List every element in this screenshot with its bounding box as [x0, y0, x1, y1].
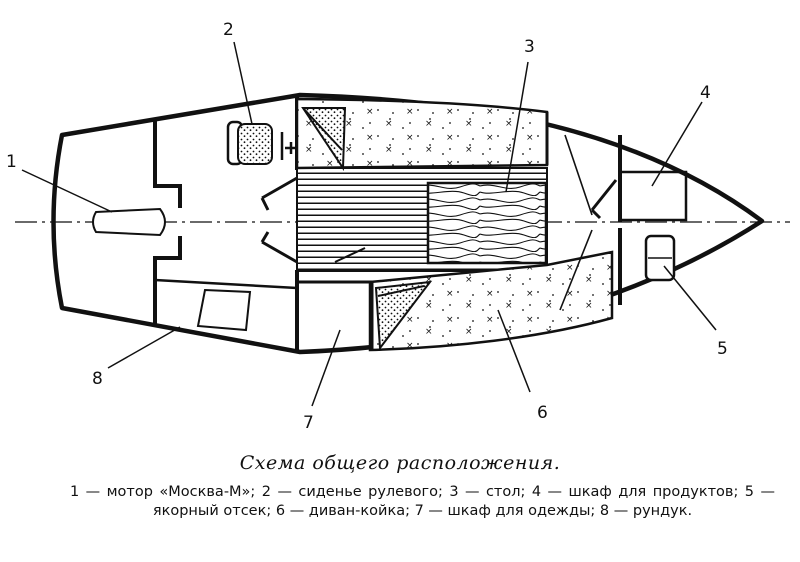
caption-legend: 1 — мотор «Москва-М»; 2 — сиденье рулево…: [70, 484, 775, 519]
cabin-door-lower: [260, 231, 298, 264]
leader-7: [311, 329, 341, 407]
forward-door: [590, 179, 618, 220]
caption-title: Схема общего расположения.: [239, 452, 561, 474]
pantry: [620, 170, 688, 222]
berth-upper-pillow: [301, 107, 347, 172]
leader-5: [663, 265, 717, 331]
cabin-door-upper: [260, 176, 298, 211]
locker: [154, 278, 298, 290]
berth-lower-pillow: [374, 280, 433, 351]
callout-7: 7: [303, 413, 314, 433]
forward-seam: [564, 134, 593, 216]
wardrobe: [297, 280, 374, 350]
leader-2: [233, 41, 253, 125]
leader-6: [497, 309, 531, 393]
aft-bulkhead-upper: [153, 118, 182, 208]
callout-3: 3: [524, 37, 535, 57]
callout-4: 4: [700, 83, 711, 103]
leader-1: [21, 169, 113, 213]
locker-lid: [196, 288, 252, 332]
forward-seam-lower: [559, 229, 593, 311]
helm-seat: [237, 123, 273, 165]
table: [426, 181, 548, 265]
callout-2: 2: [223, 20, 234, 40]
leader-8: [107, 326, 181, 369]
callout-1: 1: [6, 152, 17, 172]
callout-5: 5: [717, 339, 728, 359]
leader-4: [651, 101, 703, 187]
leader-3: [505, 61, 529, 193]
aft-bulkhead-lower: [153, 236, 182, 326]
callout-8: 8: [92, 369, 103, 389]
berth-upper: [295, 97, 549, 170]
callout-6: 6: [537, 403, 548, 423]
motor: [92, 207, 166, 237]
cabin-floor-arrow: [334, 247, 366, 263]
steering-wheel: [280, 132, 296, 160]
